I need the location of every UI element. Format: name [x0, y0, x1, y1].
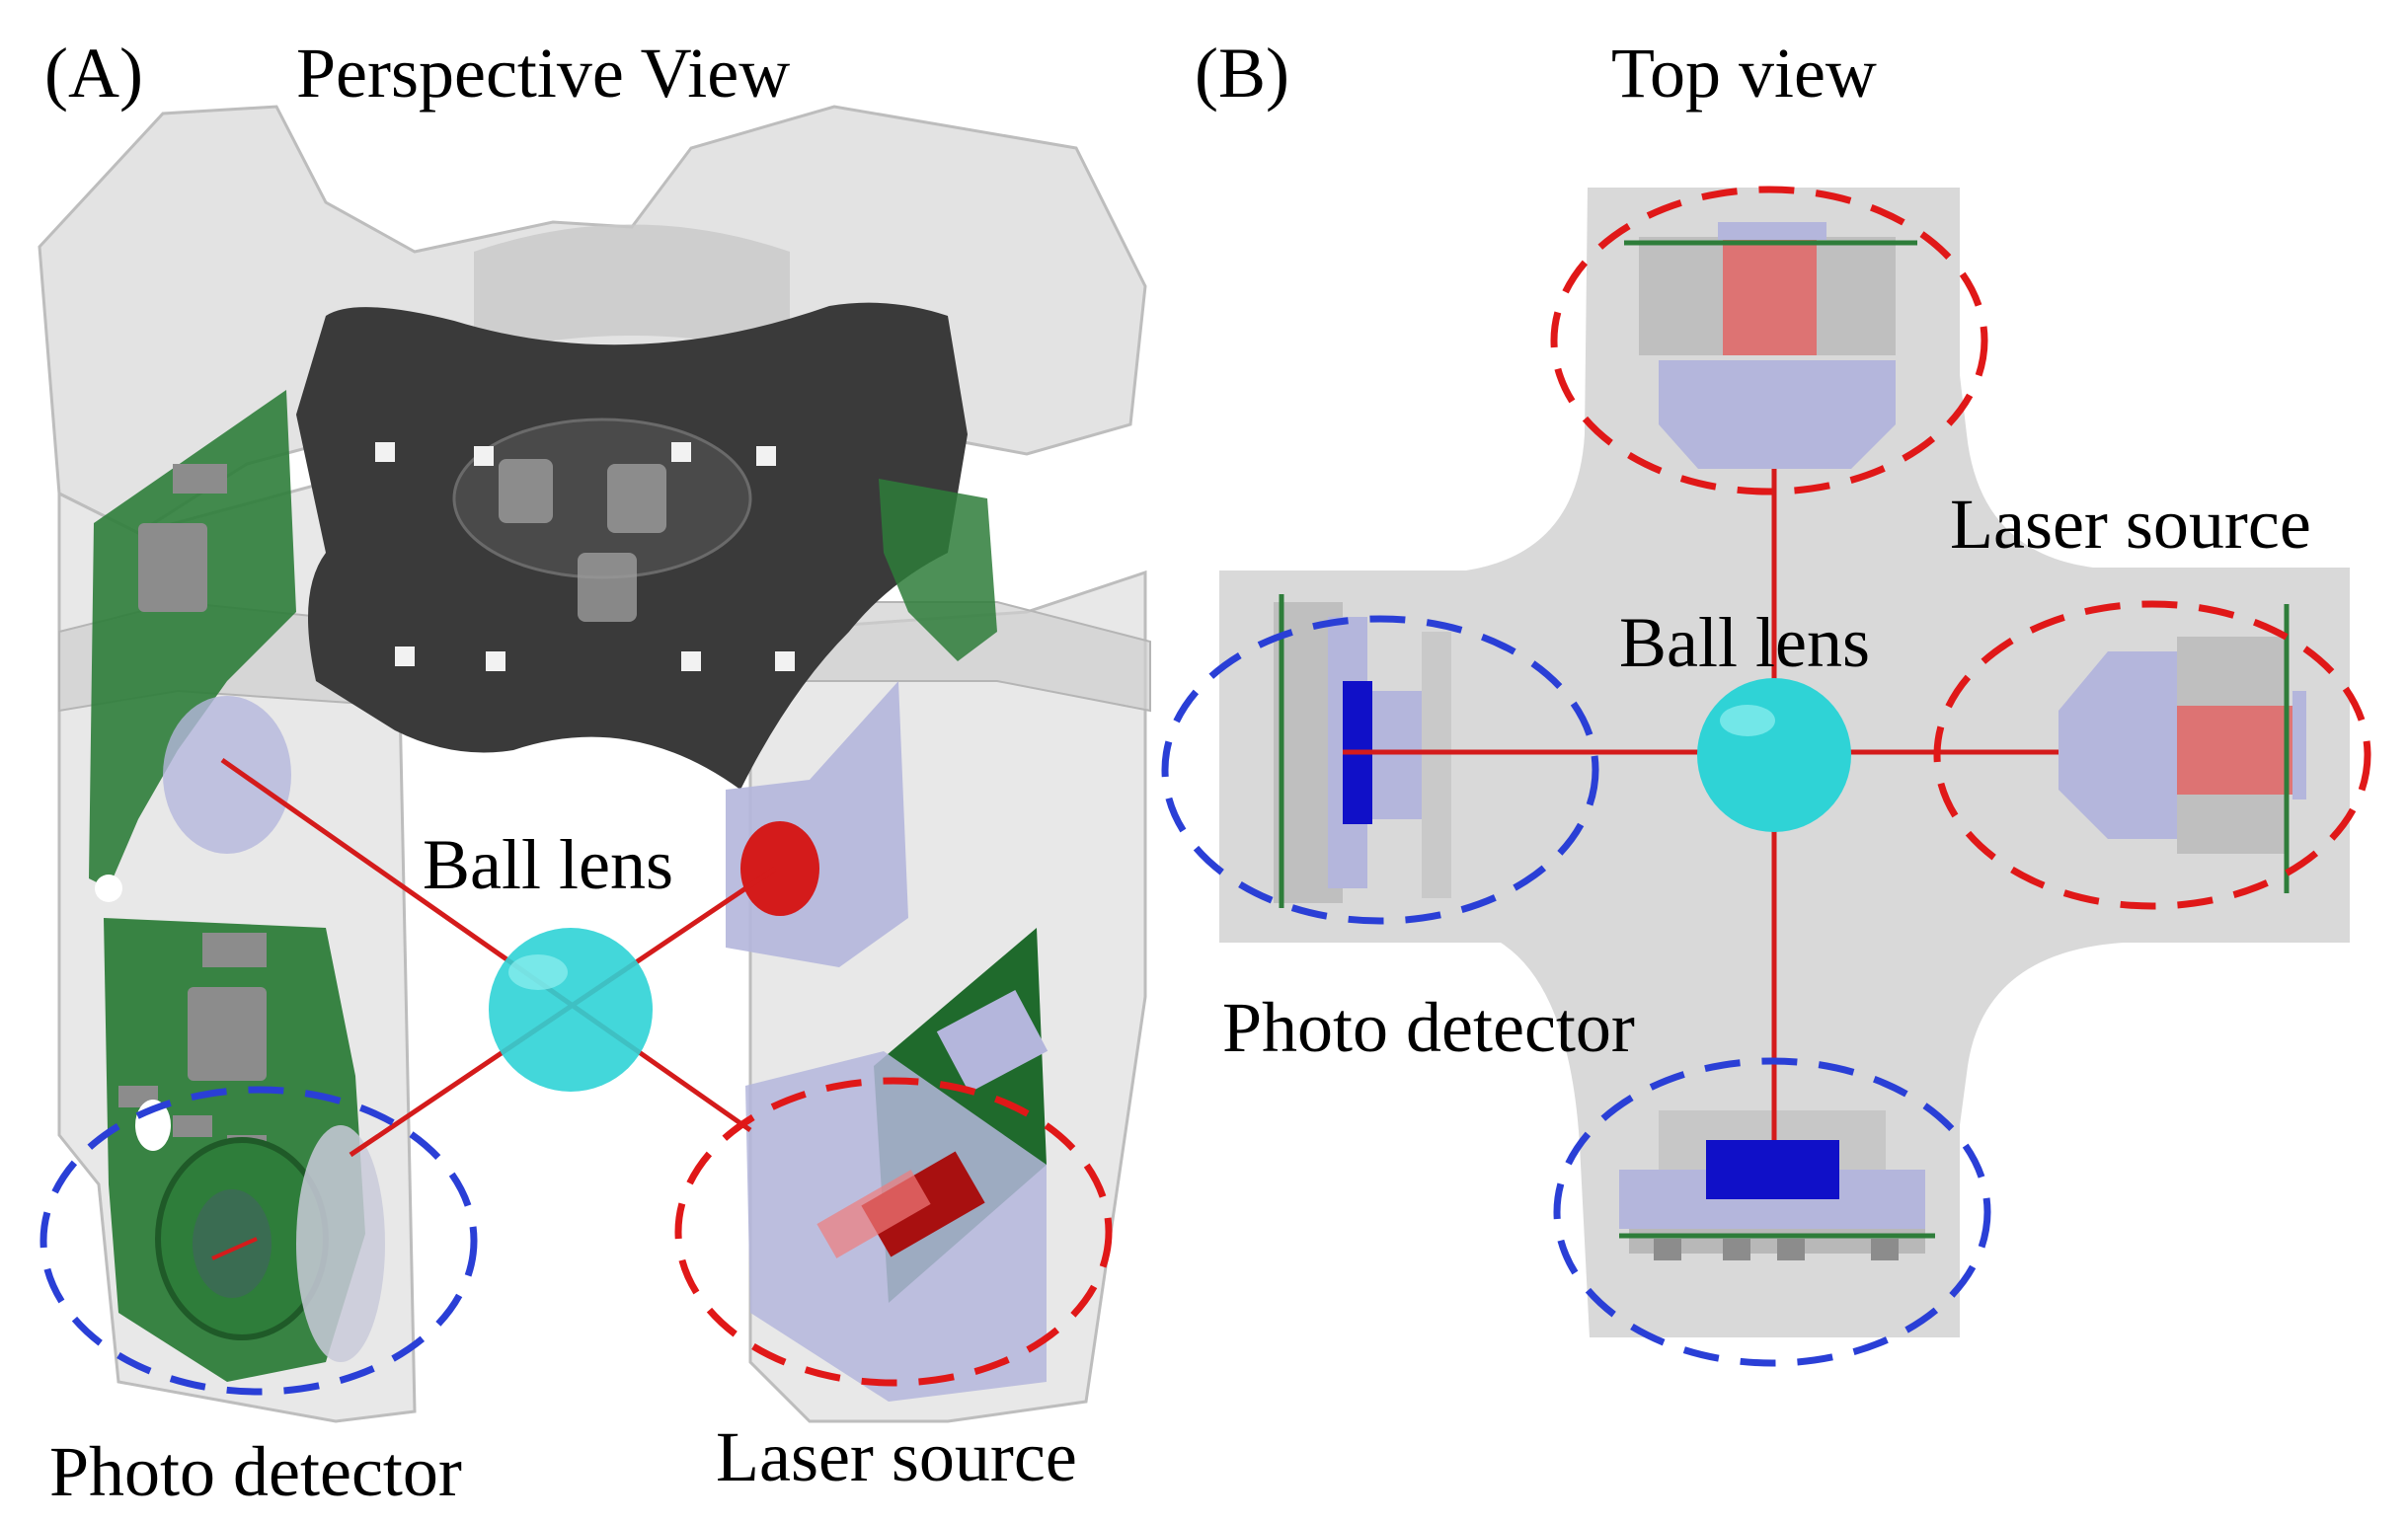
housing-inner-arch: [474, 224, 790, 355]
laser-source-label-b: Laser source: [1950, 485, 2311, 564]
photo-detector-marker-bottom: [1553, 1057, 1991, 1367]
ball-lens-b-highlight: [1720, 705, 1775, 736]
left-detector-module: [1274, 594, 1451, 908]
pcb-right-connector: [936, 989, 1049, 1094]
ball-lens-a: [489, 928, 653, 1092]
pcb-left-upper: [89, 390, 296, 888]
ball-lens-a-highlight: [508, 954, 568, 990]
panel-b-title: Top view: [1611, 34, 1877, 113]
laser-emitter-upper: [740, 821, 819, 916]
beam-a-detector-lower-stub: [211, 1237, 258, 1260]
top-laser-module: [1624, 222, 1917, 469]
panel-a-title: Perspective View: [296, 34, 791, 113]
laser-source-label-a: Laser source: [716, 1417, 1077, 1496]
ball-lens-label-b: Ball lens: [1619, 603, 1870, 682]
detector-sensor-lower: [193, 1189, 272, 1298]
panel-b-tag: (B): [1195, 34, 1289, 113]
laser-source-marker-right: [1933, 600, 2371, 910]
beam-a-detector-to-laser-lower: [220, 757, 752, 1133]
panel-a-tag: (A): [44, 34, 143, 113]
panel-a-drawing: [38, 105, 1151, 1423]
plate-posts: [499, 459, 666, 622]
detector-barrel-upper: [163, 696, 291, 854]
ball-lens-b: [1697, 678, 1851, 832]
bottom-detector-module: [1619, 1110, 1935, 1260]
laser-source-marker-top: [1550, 186, 1988, 495]
photo-detector-marker-a: [39, 1086, 478, 1396]
laser-source-marker-a: [674, 1077, 1113, 1387]
detector-barrel-lower: [296, 1125, 385, 1362]
photo-detector-marker-left: [1161, 615, 1599, 925]
panel-b-drawing: [1161, 186, 2371, 1367]
pcb-right-upper: [879, 479, 997, 661]
laser-beam-glow: [816, 1170, 931, 1258]
plate-pins: [375, 442, 795, 671]
right-laser-module: [2058, 604, 2306, 893]
photo-detector-label-a: Photo detector: [49, 1432, 462, 1511]
photo-detector-label-b: Photo detector: [1222, 988, 1635, 1067]
ball-lens-label-a: Ball lens: [423, 825, 673, 904]
